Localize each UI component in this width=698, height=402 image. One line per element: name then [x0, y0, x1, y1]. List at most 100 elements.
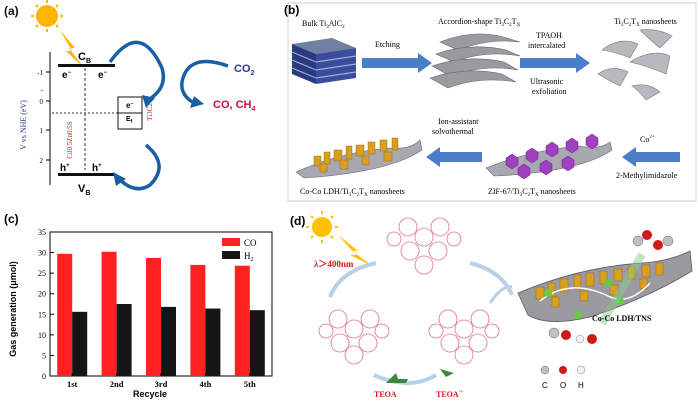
- mechanism-scheme: (d) λ＞400nm: [290, 211, 693, 399]
- ldh-tns-sheet-icon: [517, 250, 693, 326]
- panel-a: (a) -1 - 0 1 2 V vs NHE (eV): [0, 0, 290, 205]
- y-axis-title: Gas generation (μmol): [8, 261, 18, 357]
- ion-assist-label: solvothermal: [432, 127, 475, 136]
- fermi-label: Ef: [126, 116, 133, 125]
- cycle-arrow: [328, 261, 377, 298]
- co2-label: CO2: [234, 63, 255, 77]
- x-tick-label: 3rd: [155, 379, 168, 389]
- lambda-label: λ＞400nm: [314, 259, 354, 269]
- ultrasonic-label: Ultrasonic: [530, 77, 564, 86]
- conduction-band: [58, 64, 115, 67]
- x-tick-label: 1st: [67, 379, 78, 389]
- axis-title: V vs NHE (eV): [19, 100, 28, 150]
- nanosheets-icon: [597, 29, 673, 101]
- sun-icon: [306, 211, 338, 243]
- bar-co: [234, 265, 250, 376]
- tpaoh-label: TPAOH: [536, 31, 562, 40]
- zif-label: ZIF-67/Ti3C2TX nanosheets: [488, 187, 576, 198]
- electron-label: e−: [98, 70, 108, 81]
- teoa-label: TEOA: [374, 390, 397, 399]
- y-tick-label: 15: [38, 310, 46, 319]
- y-tick-label: 25: [38, 269, 46, 278]
- legend-label: CO: [244, 238, 257, 248]
- axis-tick: -1: [37, 69, 43, 77]
- y-tick-label: 5: [42, 351, 46, 360]
- legend-c: C: [542, 381, 548, 390]
- legend-h: H: [578, 381, 584, 390]
- light-ray-icon: [60, 30, 84, 68]
- nanosheets-label: Ti3C2TX nanosheets: [614, 17, 677, 28]
- y-tick-label: 10: [38, 331, 46, 340]
- axis-tick: 0: [40, 98, 44, 106]
- tpaoh-label: intercalated: [528, 41, 565, 50]
- process-arrow: [362, 53, 432, 73]
- panel-d-label: (d): [290, 214, 305, 228]
- panel-b: (b) Bulk Ti3AlC2 Etching Accordion-shape…: [280, 0, 698, 205]
- bar-co: [101, 251, 117, 376]
- bar-co: [146, 257, 161, 376]
- teoa-ox-arrow: [440, 369, 454, 377]
- hole-transfer-arrow: [116, 143, 161, 191]
- bar-chart: (c) Gas generation (μmol) Recycle 051015…: [4, 212, 273, 399]
- arrow-head: [142, 95, 155, 108]
- zif67-sheet-icon: [485, 133, 613, 180]
- panel-c-label: (c): [4, 212, 19, 226]
- bar-co: [57, 253, 73, 376]
- coco-label: Co-Co LDH/Ti3C2TX nanosheets: [300, 187, 405, 198]
- hole-label: h+: [60, 163, 70, 174]
- arrow-head: [113, 172, 126, 186]
- axis-tick: -: [41, 86, 44, 94]
- bar-h2: [249, 310, 265, 376]
- hole-label: h+: [92, 163, 102, 174]
- etching-label: Etching: [375, 40, 400, 49]
- synthesis-scheme: (b) Bulk Ti3AlC2 Etching Accordion-shape…: [284, 2, 697, 202]
- material-label: Ti3C2: [146, 103, 154, 121]
- ion-assist-label: Ion-assistant: [438, 117, 479, 126]
- x-tick-label: 5th: [244, 379, 256, 389]
- y-tick-label: 20: [38, 290, 46, 299]
- light-ray-icon: [338, 235, 374, 267]
- accordion-mxene-icon: [429, 33, 521, 89]
- legend-o: O: [560, 381, 566, 390]
- process-arrow: [426, 147, 482, 167]
- photosensitizer-right: [428, 309, 500, 365]
- products-label: CO, CH4: [213, 99, 256, 113]
- photosensitizer-left: [318, 309, 390, 365]
- x-axis-title: Recycle: [133, 389, 167, 399]
- ldh-tns-label: Co-Co LDH/TNS: [592, 314, 652, 323]
- teoa-arrow: [386, 373, 408, 383]
- bulk-label: Bulk Ti3AlC2: [302, 19, 345, 30]
- legend-label: H2: [244, 251, 254, 263]
- electron-label: e−: [62, 70, 72, 81]
- x-tick-label: 4th: [199, 379, 211, 389]
- cycle-arrow: [488, 285, 513, 304]
- bar-co: [190, 264, 206, 376]
- material-label: Cd0.5Zn0.5S: [66, 121, 74, 158]
- vb-label: VB: [78, 183, 90, 197]
- y-tick-label: 35: [38, 228, 46, 237]
- teoa-ox-label: TEOA·+: [436, 390, 463, 399]
- y-tick-label: 30: [38, 249, 46, 258]
- process-arrow: [622, 147, 680, 167]
- bar-h2: [205, 308, 221, 376]
- box-electron: e−: [126, 101, 133, 110]
- element-legend: C O H: [540, 365, 586, 390]
- methyl-label: 2-Methylimidazole: [616, 171, 678, 180]
- arrow-head: [190, 96, 204, 108]
- axis-tick: 2: [40, 157, 44, 165]
- axis-tick: 1: [40, 127, 44, 135]
- band-diagram: -1 - 0 1 2 V vs NHE (eV) CB e− e− h+ h+ …: [19, 0, 256, 197]
- x-tick-label: 2nd: [110, 379, 124, 389]
- coco-ldh-sheet-icon: [295, 137, 423, 179]
- legend-swatch: [222, 251, 240, 259]
- panel-b-label: (b): [284, 3, 299, 17]
- co2plus-label: Co2+: [640, 135, 655, 144]
- panel-a-label: (a): [4, 4, 19, 18]
- molecule-icon: [548, 230, 674, 344]
- process-arrow: [520, 53, 590, 73]
- photosensitizer-top: [386, 217, 462, 275]
- cb-label: CB: [78, 51, 91, 65]
- sun-icon: [31, 0, 63, 32]
- bulk-stack-icon: [291, 38, 357, 84]
- cycle-arrow: [469, 261, 514, 296]
